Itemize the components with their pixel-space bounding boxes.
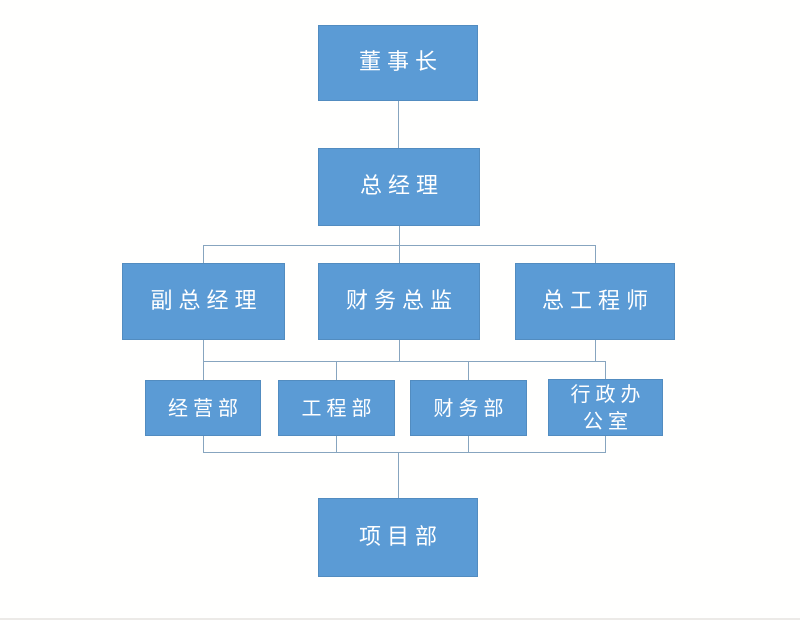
node-operations-dept: 经营部 bbox=[145, 380, 261, 436]
connector-line bbox=[203, 452, 606, 453]
node-admin-office-label-line1: 行政办 bbox=[570, 381, 646, 406]
node-deputy-general-manager: 副总经理 bbox=[122, 263, 285, 340]
node-finance-dept: 财务部 bbox=[410, 380, 527, 436]
node-chairman-label: 董事长 bbox=[358, 50, 443, 76]
connector-line bbox=[399, 340, 400, 361]
node-engineering-dept-label: 工程部 bbox=[301, 395, 377, 420]
connector-line bbox=[595, 245, 596, 263]
node-general-manager-label: 总经理 bbox=[359, 174, 444, 200]
node-admin-office-label-line2: 公室 bbox=[583, 408, 633, 433]
connector-line bbox=[399, 245, 400, 263]
connector-line bbox=[203, 245, 204, 263]
node-finance-director-label: 财务总监 bbox=[345, 288, 458, 314]
connector-line bbox=[399, 226, 400, 245]
connector-line bbox=[203, 361, 606, 362]
node-finance-dept-label: 财务部 bbox=[433, 395, 509, 420]
connector-line bbox=[336, 361, 337, 380]
node-chief-engineer: 总工程师 bbox=[515, 263, 675, 340]
node-project-dept-label: 项目部 bbox=[358, 524, 443, 550]
node-operations-dept-label: 经营部 bbox=[168, 395, 243, 420]
connector-line bbox=[468, 361, 469, 380]
connector-line bbox=[605, 436, 606, 452]
node-deputy-general-manager-label: 副总经理 bbox=[150, 288, 263, 314]
connector-line bbox=[203, 436, 204, 452]
connector-line bbox=[595, 340, 596, 361]
connector-line bbox=[605, 361, 606, 380]
connector-line bbox=[203, 340, 204, 361]
node-admin-office: 行政办 公室 bbox=[548, 379, 663, 436]
node-engineering-dept: 工程部 bbox=[278, 380, 395, 436]
connector-line bbox=[398, 452, 399, 498]
connector-line bbox=[203, 361, 204, 380]
node-chairman: 董事长 bbox=[318, 25, 478, 101]
page-bottom-edge bbox=[0, 618, 800, 620]
node-project-dept: 项目部 bbox=[318, 498, 478, 577]
node-chief-engineer-label: 总工程师 bbox=[541, 288, 654, 314]
connector-line bbox=[468, 436, 469, 452]
node-finance-director: 财务总监 bbox=[318, 263, 480, 340]
connector-line bbox=[336, 436, 337, 452]
connector-line bbox=[398, 101, 399, 148]
node-general-manager: 总经理 bbox=[318, 148, 480, 226]
